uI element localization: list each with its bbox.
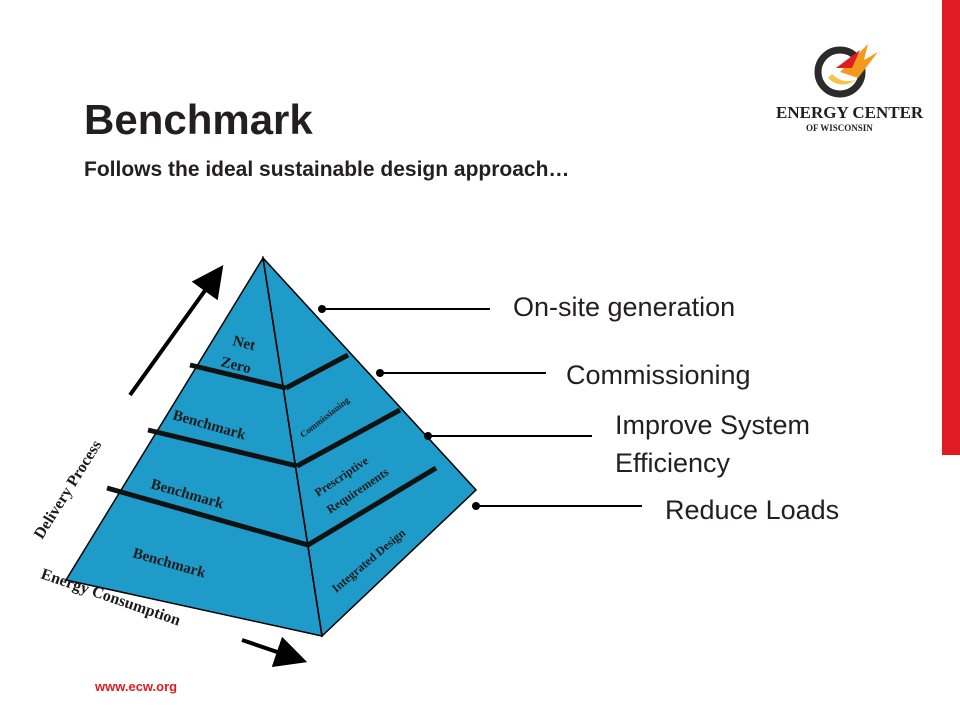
- axis-delivery-process: Delivery Process: [31, 437, 105, 542]
- delivery-process-arrow: [128, 265, 224, 397]
- logo-swirl-icon: [814, 44, 878, 98]
- energy-consumption-arrow: [241, 636, 308, 667]
- tier-divider-3: [106, 485, 309, 548]
- callout-reduce-loads: Reduce Loads: [665, 495, 840, 525]
- energy-center-logo: ENERGY CENTER OF WISCONSIN: [776, 44, 924, 133]
- slide-subtitle: Follows the ideal sustainable design app…: [84, 158, 570, 181]
- label-zero: Zero: [219, 354, 253, 377]
- tier-divider-2: [147, 427, 298, 469]
- footer-url-link[interactable]: www.ecw.org: [95, 679, 178, 694]
- callout-improve-line1: Improve System: [615, 410, 811, 440]
- logo-line1: ENERGY CENTER: [776, 103, 924, 122]
- callout-improve-line2: Efficiency: [615, 448, 731, 478]
- callout-onsite-generation: On-site generation: [513, 292, 736, 322]
- callout-commissioning: Commissioning: [566, 360, 751, 390]
- label-net: Net: [231, 333, 257, 354]
- logo-line2: OF WISCONSIN: [806, 123, 873, 133]
- red-accent-bar: [942, 0, 960, 455]
- tier-divider-side-3: [306, 465, 438, 548]
- pyramid-ridge: [262, 257, 323, 637]
- tier-divider-side-2: [295, 407, 402, 469]
- tier-divider-1: [189, 362, 287, 391]
- slide-title: Benchmark: [84, 96, 313, 143]
- tier-divider-side-1: [284, 352, 350, 391]
